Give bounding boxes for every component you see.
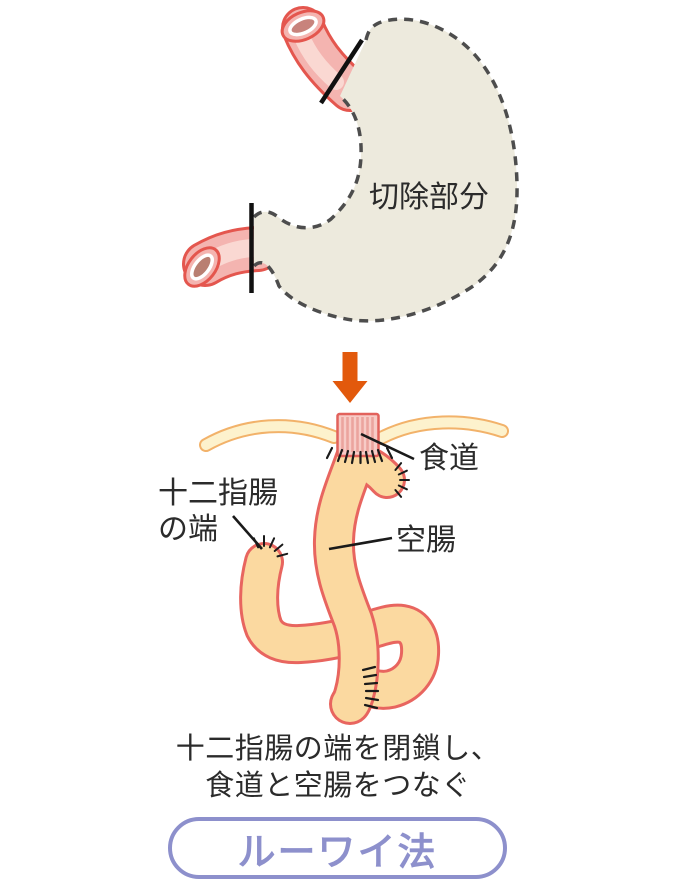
pointer-line-esophagus bbox=[360, 432, 415, 461]
esophagus-cut-line bbox=[319, 38, 364, 105]
esophagus-stump-stripes bbox=[341, 417, 374, 452]
esophagus-stump bbox=[336, 412, 380, 458]
suture-tick bbox=[363, 703, 379, 710]
suture-tick bbox=[364, 696, 380, 702]
duodenum-tube bbox=[182, 226, 281, 288]
esophagus-opening bbox=[280, 9, 326, 43]
stomach-outline-dashed-lesser bbox=[252, 94, 363, 230]
suture-tick bbox=[273, 543, 284, 552]
suture-tick bbox=[364, 450, 370, 465]
suture-marks-jejunoduodenostomy bbox=[361, 665, 380, 710]
pointer-line-jejunum bbox=[328, 536, 393, 551]
suture-tick bbox=[361, 665, 377, 672]
duodenum-lumen bbox=[190, 253, 214, 281]
esophagus-label: 食道 bbox=[419, 442, 479, 475]
suture-tick bbox=[336, 448, 344, 463]
suture-tick bbox=[370, 449, 377, 464]
suture-tick bbox=[394, 462, 403, 471]
resected-area-label: 切除部分 bbox=[369, 181, 489, 214]
stomach-resection-figure: 切除部分 bbox=[182, 6, 519, 323]
suture-tick bbox=[397, 484, 408, 491]
stomach-body bbox=[254, 19, 518, 321]
method-badge: ルーワイ法 bbox=[168, 817, 507, 879]
jejunum-label: 空腸 bbox=[396, 524, 456, 557]
suture-tick bbox=[397, 469, 408, 476]
diaphragm-band-left bbox=[199, 419, 341, 452]
caption-line-1: 十二指腸の端を閉鎖し、 bbox=[175, 733, 501, 765]
suture-tick bbox=[385, 446, 394, 460]
jejunum-tube bbox=[312, 431, 406, 725]
procedure-caption: 十二指腸の端を閉鎖し、 食道と空腸をつなぐ bbox=[0, 731, 676, 805]
suture-tick bbox=[268, 537, 276, 549]
suture-tick bbox=[394, 489, 403, 498]
suture-tick bbox=[376, 448, 384, 463]
suture-tick bbox=[343, 449, 350, 464]
diaphragm-band-right bbox=[374, 415, 509, 445]
esophagus-lumen bbox=[288, 15, 318, 37]
down-arrow-icon bbox=[332, 352, 368, 403]
suture-tick bbox=[276, 552, 289, 558]
suture-tick bbox=[363, 681, 379, 686]
duodenum-opening bbox=[183, 246, 221, 288]
duodenum-end-label-line2: の端 bbox=[158, 513, 218, 546]
method-badge-label: ルーワイ法 bbox=[237, 831, 438, 874]
stomach-outline-dashed-greater bbox=[252, 17, 519, 323]
caption-line-2: 食道と空腸をつなぐ bbox=[205, 770, 471, 802]
roux-en-y-figure: 食道 十二指腸 の端 空腸 bbox=[158, 412, 509, 725]
duodenum-loop bbox=[239, 542, 441, 710]
diaphragm-band-right-fill bbox=[376, 417, 507, 443]
suture-tick bbox=[350, 450, 356, 465]
pointer-line-duodenum-end bbox=[232, 515, 263, 550]
jejunum-fill bbox=[315, 434, 377, 722]
suture-tick bbox=[362, 673, 378, 679]
duodenum-end-label-line1: 十二指腸 bbox=[158, 477, 278, 510]
suture-marks-jejunal-pouch bbox=[394, 462, 410, 498]
suture-tick bbox=[325, 446, 334, 460]
esophagus-tube bbox=[280, 6, 372, 112]
diaphragm-band-left-fill bbox=[201, 421, 339, 450]
duodenum-loop-fill bbox=[242, 545, 438, 707]
suture-marks-esophagojejunostomy bbox=[325, 446, 394, 465]
